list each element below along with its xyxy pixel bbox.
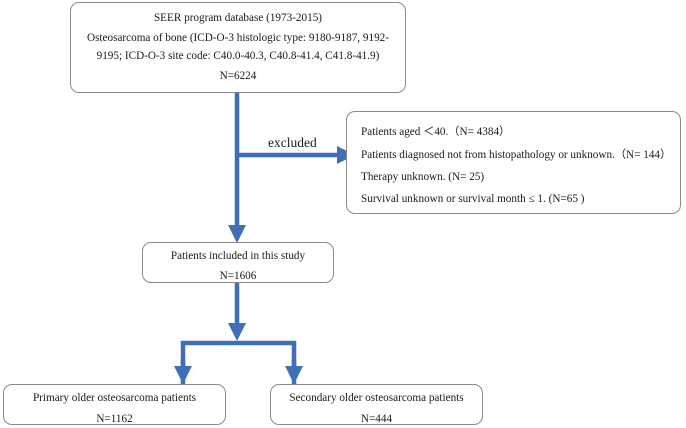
source-box: SEER program database (1973-2015) Osteos…: [70, 2, 406, 93]
excluded-survival: Survival unknown or survival month ≤ 1. …: [361, 193, 585, 205]
source-line-1: SEER program database (1973-2015): [153, 12, 323, 24]
primary-count: N=1162: [96, 413, 133, 425]
included-box: Patients included in this study N=1606: [142, 242, 334, 283]
source-count: N=6224: [219, 70, 257, 82]
secondary-box: Secondary older osteosarcoma patients N=…: [270, 384, 483, 425]
included-count: N=1606: [219, 270, 257, 282]
excluded-therapy: Therapy unknown. (N= 25): [361, 171, 485, 183]
primary-box: Primary older osteosarcoma patients N=11…: [3, 384, 226, 425]
excluded-label: excluded: [268, 135, 317, 150]
excluded-box: Patients aged ＜40.（N= 4384） Patients dia…: [346, 111, 681, 214]
primary-title: Primary older osteosarcoma patients: [32, 392, 197, 404]
split-connector: [180, 340, 297, 384]
source-line-3: 9195; ICD-O-3 site code: C40.0-40.3, C40…: [96, 50, 380, 62]
included-title: Patients included in this study: [170, 250, 306, 262]
secondary-count: N=444: [360, 413, 393, 425]
excluded-histopathology: Patients diagnosed not from histopatholo…: [361, 149, 672, 161]
secondary-title: Secondary older osteosarcoma patients: [289, 392, 464, 404]
excluded-age: Patients aged ＜40.（N= 4384）: [361, 126, 511, 138]
source-line-2: Osteosarcoma of bone (ICD-O-3 histologic…: [86, 32, 389, 44]
